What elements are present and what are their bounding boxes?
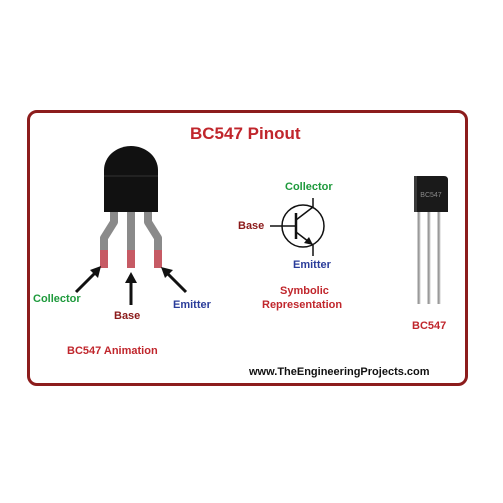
symbol-base-label: Base <box>238 220 265 232</box>
animation-caption: BC547 Animation <box>67 345 158 357</box>
bc547-photo: BC547 <box>414 176 448 304</box>
symbol-emitter-label: Emitter <box>293 259 331 271</box>
photo-body <box>414 176 448 212</box>
base-lead-tip <box>127 250 135 268</box>
collector-lead-tip <box>100 250 108 268</box>
website-link[interactable]: www.TheEngineeringProjects.com <box>249 366 430 378</box>
photo-marking: BC547 <box>420 192 442 199</box>
collector-arrow-head <box>90 266 101 278</box>
page-title: BC547 Pinout <box>190 124 301 143</box>
emitter-label: Emitter <box>173 299 211 311</box>
emitter-lead <box>144 205 162 252</box>
transistor-body <box>104 146 158 212</box>
symbol-caption-line2: Representation <box>262 299 343 311</box>
collector-lead <box>100 205 118 252</box>
npn-transistor-symbol <box>270 198 325 256</box>
emitter-lead-tip <box>154 250 162 268</box>
emitter-arrow-head <box>161 267 173 278</box>
base-arrow-head <box>125 272 137 283</box>
emitter-arrow-symbol <box>304 237 313 245</box>
transistor-animation <box>100 146 162 268</box>
pin-arrows <box>74 266 188 305</box>
base-label: Base <box>114 310 141 322</box>
symbol-collector-label: Collector <box>285 181 333 193</box>
photo-caption: BC547 <box>412 320 447 332</box>
symbol-caption-line1: Symbolic <box>280 285 329 297</box>
collector-label: Collector <box>33 293 81 305</box>
